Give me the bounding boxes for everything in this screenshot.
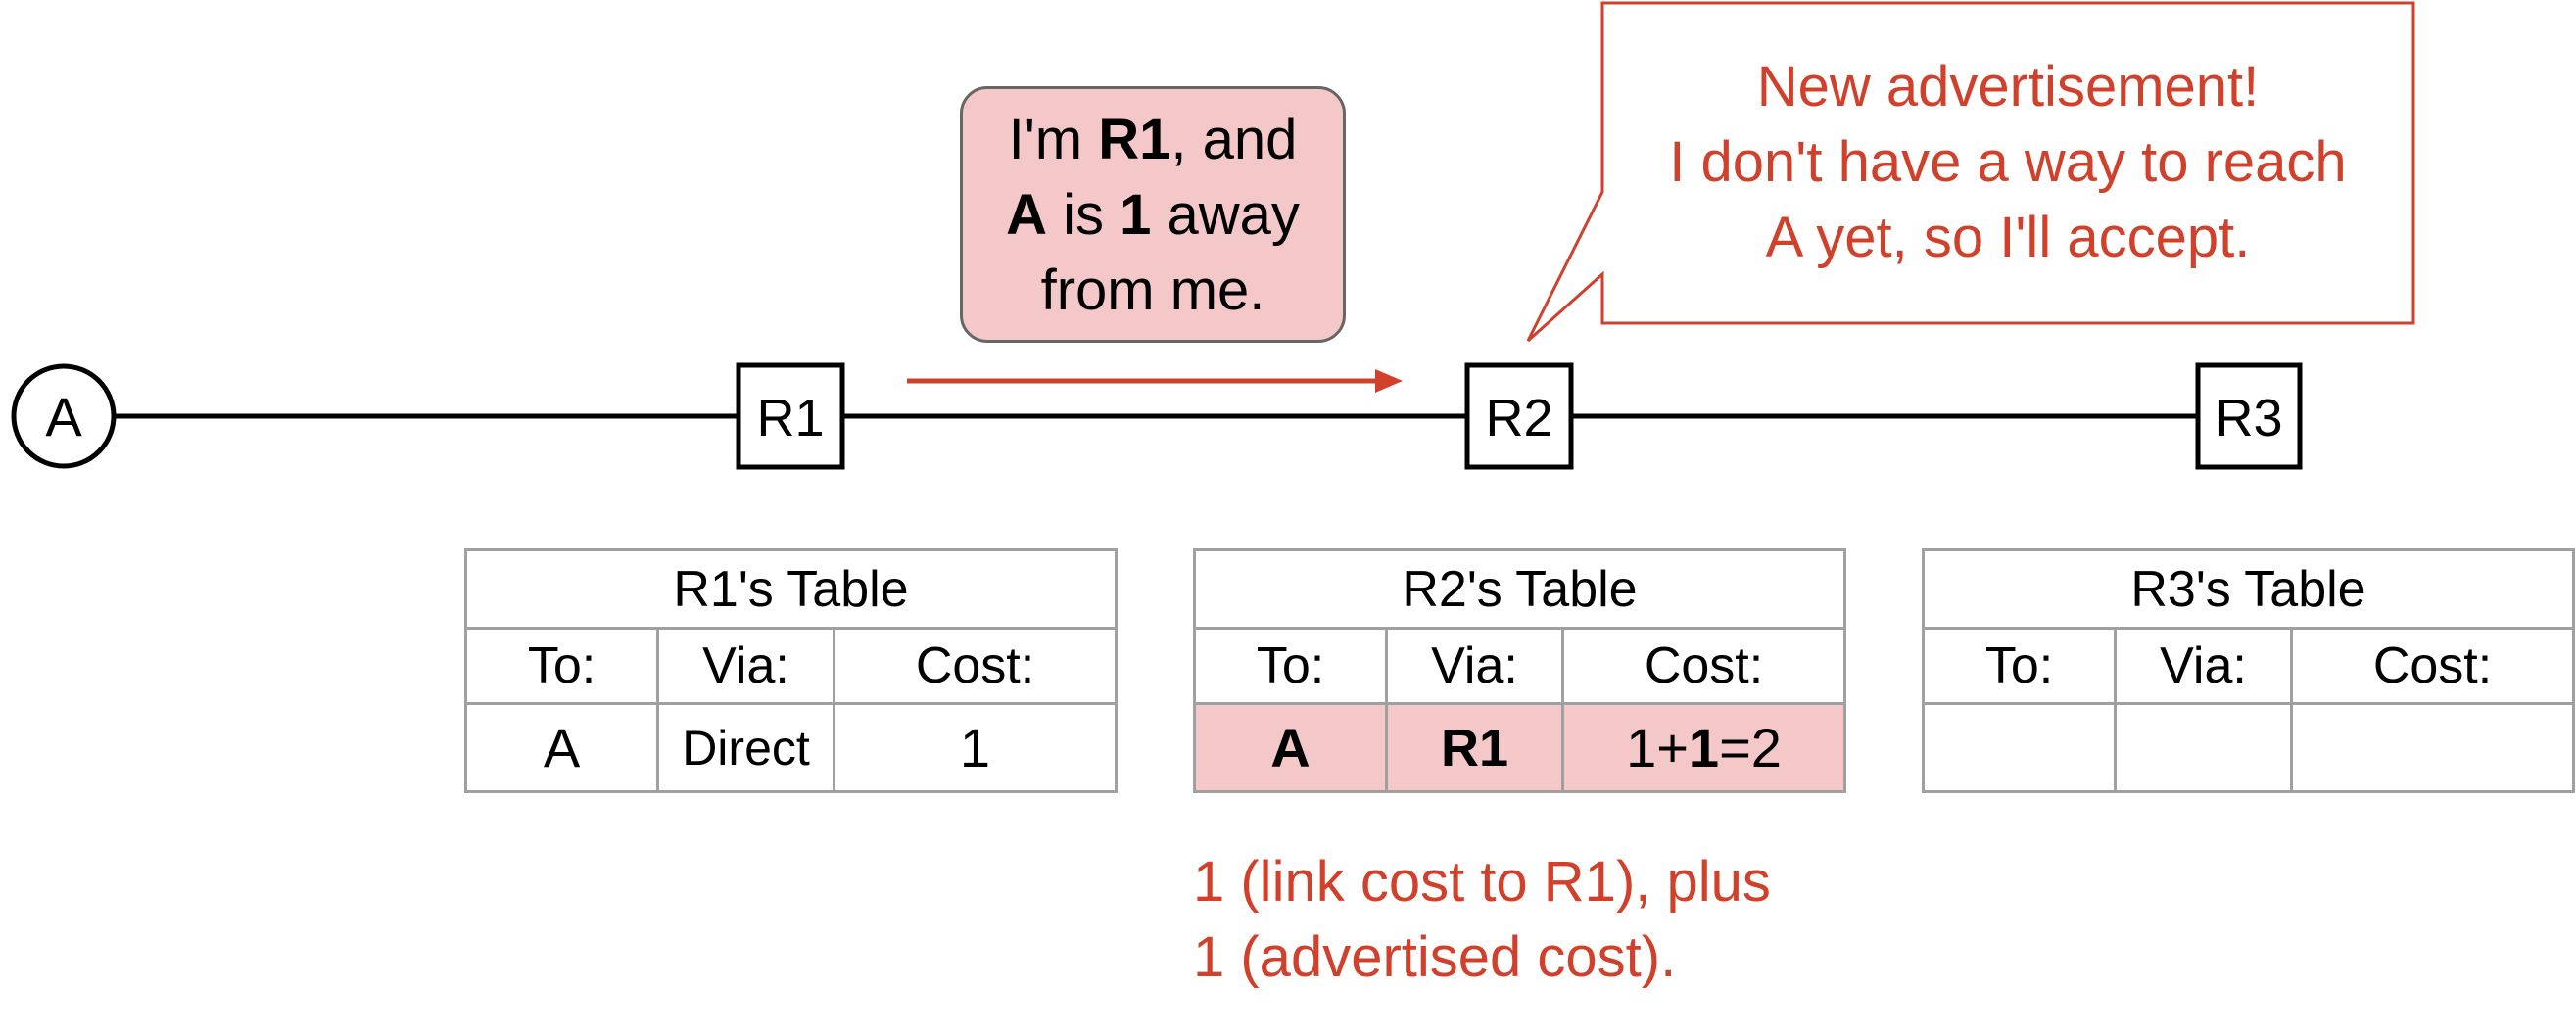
bubble-line-3: from me. — [1040, 258, 1265, 322]
header-via: Via: — [2114, 627, 2293, 705]
callout-text: New advertisement! I don't have a way to… — [1602, 49, 2413, 275]
header-via: Via: — [656, 627, 835, 705]
cell-cost — [2290, 702, 2575, 793]
advertisement-arrow — [907, 369, 1403, 393]
cell-to: A — [1193, 702, 1388, 793]
header-cost: Cost: — [1561, 627, 1846, 705]
bubble-line-2: A is 1 away — [1006, 182, 1300, 247]
router-r3-node: R3 — [2195, 362, 2303, 470]
header-cost: Cost: — [2290, 627, 2575, 705]
cell-cost: 1+1=2 — [1561, 702, 1846, 793]
router-r3-label: R3 — [2215, 389, 2282, 447]
router-r2-node: R2 — [1464, 362, 1574, 470]
header-to: To: — [464, 627, 659, 705]
r2-routing-table: R2's Table To: Via: Cost: A R1 1+1=2 — [1193, 548, 1846, 793]
router-r2-label: R2 — [1485, 389, 1552, 447]
cell-to: A — [464, 702, 659, 793]
table-title: R2's Table — [1193, 548, 1846, 630]
advertisement-bubble: I'm R1, and A is 1 away from me. — [960, 86, 1346, 343]
router-r1-label: R1 — [756, 389, 824, 447]
note-line-1: 1 (link cost to R1), plus — [1193, 850, 1771, 914]
router-r1-node: R1 — [736, 362, 845, 470]
callout-line-2: I don't have a way to reach — [1669, 130, 2347, 194]
bubble-line-1: I'm R1, and — [1008, 107, 1298, 171]
table-title: R1's Table — [464, 548, 1118, 630]
cell-cost: 1 — [833, 702, 1118, 793]
callout-box — [1526, 1, 2415, 343]
callout-line-1: New advertisement! — [1756, 55, 2260, 118]
table-title: R3's Table — [1922, 548, 2575, 630]
note-line-2: 1 (advertised cost). — [1193, 925, 1677, 989]
callout-line-3: A yet, so I'll accept. — [1765, 206, 2251, 269]
host-a-label: A — [45, 386, 82, 447]
r1-routing-table: R1's Table To: Via: Cost: A Direct 1 — [464, 548, 1118, 793]
cell-to — [1922, 702, 2117, 793]
r3-routing-table: R3's Table To: Via: Cost: — [1922, 548, 2575, 793]
cost-explanation-note: 1 (link cost to R1), plus 1 (advertised … — [1193, 844, 1771, 995]
cell-via: R1 — [1385, 702, 1564, 793]
header-cost: Cost: — [833, 627, 1118, 705]
host-a-node: A — [11, 363, 117, 469]
cell-via: Direct — [656, 702, 835, 793]
cell-via — [2114, 702, 2293, 793]
header-to: To: — [1193, 627, 1388, 705]
header-to: To: — [1922, 627, 2117, 705]
header-via: Via: — [1385, 627, 1564, 705]
